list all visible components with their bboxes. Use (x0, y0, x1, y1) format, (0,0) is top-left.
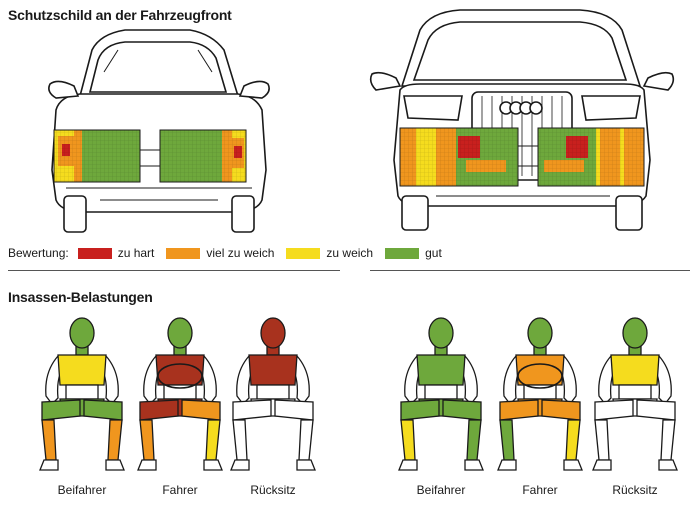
legend-item-viel-zu-weich: viel zu weich (166, 246, 274, 260)
chest (155, 354, 205, 386)
foot-left (39, 459, 59, 471)
chest (515, 354, 565, 386)
abdomen (424, 384, 458, 400)
legend-item-gut: gut (385, 246, 442, 260)
dummy-ruecksitz-left (230, 317, 316, 471)
tibia-left (594, 419, 610, 461)
legend-swatch (385, 247, 420, 259)
head (428, 317, 454, 349)
dummy-label-fahrer-left: Fahrer (162, 483, 198, 497)
rating-legend: Bewertung: zu hart viel zu weich zu weic… (8, 244, 454, 262)
femur-right (541, 399, 581, 421)
dummy-label-beifahrer-right: Beifahrer (416, 483, 466, 497)
tibia-right (466, 419, 482, 461)
head (622, 317, 648, 349)
head (527, 317, 553, 349)
tibia-left (139, 419, 155, 461)
foot-right (296, 459, 316, 471)
femur-right (274, 399, 314, 421)
femur-right (83, 399, 123, 421)
tibia-right (660, 419, 676, 461)
tibia-left (499, 419, 515, 461)
dummy-label-ruecksitz-right: Rücksitz (612, 483, 658, 497)
legend-swatch (77, 247, 112, 259)
head (167, 317, 193, 349)
foot-right (563, 459, 583, 471)
steering-wheel (517, 363, 563, 389)
tibia-right (205, 419, 221, 461)
dummy-label-fahrer-right: Fahrer (522, 483, 558, 497)
femur-left (400, 399, 440, 421)
legend-item-zu-weich: zu weich (286, 246, 373, 260)
abdomen (65, 384, 99, 400)
head (260, 317, 286, 349)
dummy-fahrer-right (497, 317, 583, 471)
tibia-right (298, 419, 314, 461)
occupant-section-title: Insassen-Belastungen (8, 289, 153, 305)
tibia-left (400, 419, 416, 461)
femur-right (636, 399, 676, 421)
legend-item-zu-hart: zu hart (77, 246, 155, 260)
foot-left (137, 459, 157, 471)
dummy-label-ruecksitz-left: Rücksitz (250, 483, 296, 497)
foot-right (203, 459, 223, 471)
dummy-beifahrer-right (398, 317, 484, 471)
legend-item-label: gut (425, 246, 442, 260)
abdomen (618, 384, 652, 400)
femur-left (41, 399, 81, 421)
legend-label: Bewertung: (8, 246, 69, 260)
foot-left (398, 459, 418, 471)
dummy-fahrer-left (137, 317, 223, 471)
legend-swatch (166, 247, 201, 259)
head (69, 317, 95, 349)
chest (248, 354, 298, 386)
left-car-heatmap (53, 129, 247, 183)
tibia-left (232, 419, 248, 461)
foot-right (658, 459, 678, 471)
femur-left (499, 399, 539, 421)
dummy-ruecksitz-right (592, 317, 678, 471)
divider-right (370, 270, 690, 271)
dummy-label-beifahrer-left: Beifahrer (57, 483, 107, 497)
foot-left (497, 459, 517, 471)
divider-left (8, 270, 340, 271)
femur-right (181, 399, 221, 421)
chest (57, 354, 107, 386)
legend-item-label: zu weich (326, 246, 374, 260)
tibia-right (565, 419, 581, 461)
foot-right (464, 459, 484, 471)
femur-left (594, 399, 634, 421)
legend-item-label: zu hart (117, 246, 155, 260)
tibia-right (107, 419, 123, 461)
dummy-beifahrer-left (39, 317, 125, 471)
abdomen (256, 384, 290, 400)
femur-left (139, 399, 179, 421)
page-title: Schutzschild an der Fahrzeugfront (8, 7, 232, 23)
steering-wheel (157, 363, 203, 389)
foot-left (230, 459, 250, 471)
legend-swatch (286, 247, 321, 259)
tibia-left (41, 419, 57, 461)
legend-item-label: viel zu weich (206, 246, 275, 260)
chest (416, 354, 466, 386)
foot-right (105, 459, 125, 471)
right-car-heatmap (399, 127, 645, 187)
femur-left (232, 399, 272, 421)
foot-left (592, 459, 612, 471)
chest (610, 354, 660, 386)
femur-right (442, 399, 482, 421)
